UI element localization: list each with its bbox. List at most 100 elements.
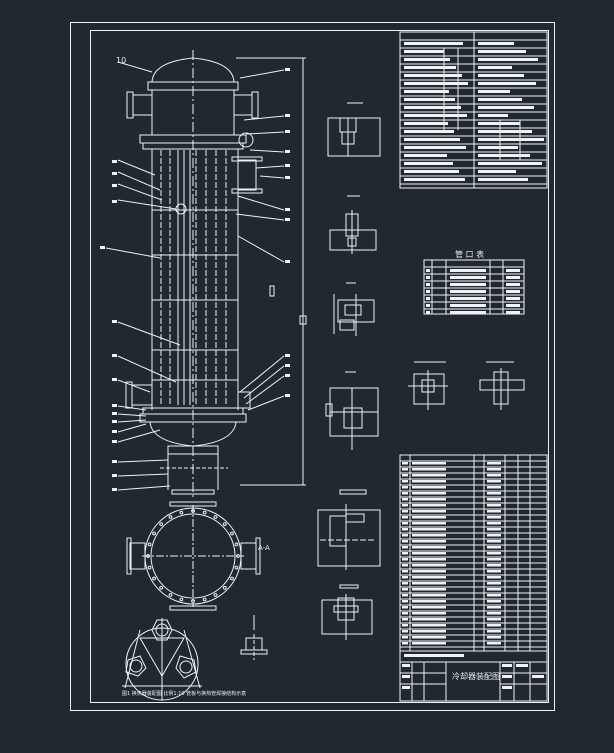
bolt-hole — [152, 531, 156, 536]
row-text-right — [478, 170, 516, 173]
bolt-hole — [159, 585, 164, 590]
part-material — [487, 474, 501, 477]
part-material — [487, 468, 501, 471]
row-text-left — [404, 130, 454, 133]
row-text-left — [404, 98, 455, 101]
nozzle-mark — [426, 304, 430, 307]
row-text-right — [478, 130, 532, 133]
leader-label — [112, 440, 117, 443]
title-block-name: 冷却器装配图 — [452, 672, 500, 681]
part-material — [487, 504, 501, 507]
title-block-text — [502, 675, 512, 678]
row-text-right — [478, 138, 544, 141]
part-no — [402, 474, 408, 477]
title-block-text — [532, 675, 544, 678]
leader-label — [285, 354, 290, 357]
row-text-left — [404, 82, 468, 85]
part-no — [402, 600, 408, 603]
part-material — [487, 564, 501, 567]
part-name — [412, 624, 446, 627]
leader-label — [285, 130, 290, 133]
bolt-hole — [146, 554, 150, 558]
title-block-text — [404, 654, 464, 657]
part-name — [412, 582, 446, 585]
part-name — [412, 498, 446, 501]
leader-label — [285, 394, 290, 397]
part-name — [412, 558, 446, 561]
title-block-text — [402, 664, 410, 667]
leader-label — [100, 246, 105, 249]
part-no — [402, 522, 408, 525]
bolt-hole — [222, 585, 227, 590]
row-text-left — [404, 42, 463, 45]
row-text-right — [478, 82, 536, 85]
part-name — [412, 546, 446, 549]
part-no — [402, 486, 408, 489]
nozzle-name — [450, 311, 486, 314]
part-name — [412, 504, 446, 507]
nozzle-mark — [426, 290, 430, 293]
row-text-left — [404, 50, 444, 53]
row-text-right — [478, 58, 538, 61]
part-name — [412, 516, 446, 519]
leader-label — [112, 460, 117, 463]
bolt-hole — [213, 593, 218, 597]
part-no — [402, 462, 408, 465]
leader-label — [112, 474, 117, 477]
detail-5 — [317, 489, 381, 570]
bolt-hole — [236, 554, 240, 558]
section-label: A-A — [258, 544, 270, 552]
part-no — [402, 528, 408, 531]
detail-8 — [479, 361, 525, 410]
part-no — [402, 558, 408, 561]
vessel-elevation — [125, 50, 307, 500]
part-material — [487, 522, 501, 525]
part-no — [402, 570, 408, 573]
part-no — [402, 630, 408, 633]
leader-label — [285, 164, 290, 167]
leader-label — [285, 208, 290, 211]
nozzle-name — [450, 290, 486, 293]
leader-label — [285, 218, 290, 221]
leader-label — [112, 200, 117, 203]
leader-label — [112, 412, 117, 415]
bolt-hole — [168, 515, 173, 519]
part-name — [412, 492, 446, 495]
part-no — [402, 468, 408, 471]
row-text-right — [478, 66, 512, 69]
part-material — [487, 570, 501, 573]
part-material — [487, 612, 501, 615]
row-text-left — [404, 162, 453, 165]
part-no — [402, 642, 408, 645]
part-material — [487, 480, 501, 483]
leader-label — [112, 160, 117, 163]
part-no — [402, 618, 408, 621]
nozzle-name — [450, 269, 486, 272]
title-block-text — [516, 664, 528, 667]
part-material — [487, 630, 501, 633]
part-name — [412, 534, 446, 537]
part-no — [402, 606, 408, 609]
part-material — [487, 624, 501, 627]
part-name — [412, 480, 446, 483]
part-no — [402, 636, 408, 639]
nozzle-name — [450, 283, 486, 286]
part-name — [412, 630, 446, 633]
part-material — [487, 492, 501, 495]
part-no — [402, 612, 408, 615]
bolt-hole — [191, 599, 195, 603]
row-text-left — [404, 154, 447, 157]
part-name — [412, 600, 446, 603]
nozzle-size — [506, 290, 520, 293]
detail-3 — [333, 282, 375, 336]
part-name — [412, 576, 446, 579]
part-name — [412, 564, 446, 567]
row-text-left — [404, 66, 456, 69]
nozzle-mark — [426, 276, 430, 279]
part-name — [412, 636, 446, 639]
part-name — [412, 570, 446, 573]
row-text-right — [478, 162, 542, 165]
part-material — [487, 606, 501, 609]
part-material — [487, 576, 501, 579]
part-material — [487, 510, 501, 513]
